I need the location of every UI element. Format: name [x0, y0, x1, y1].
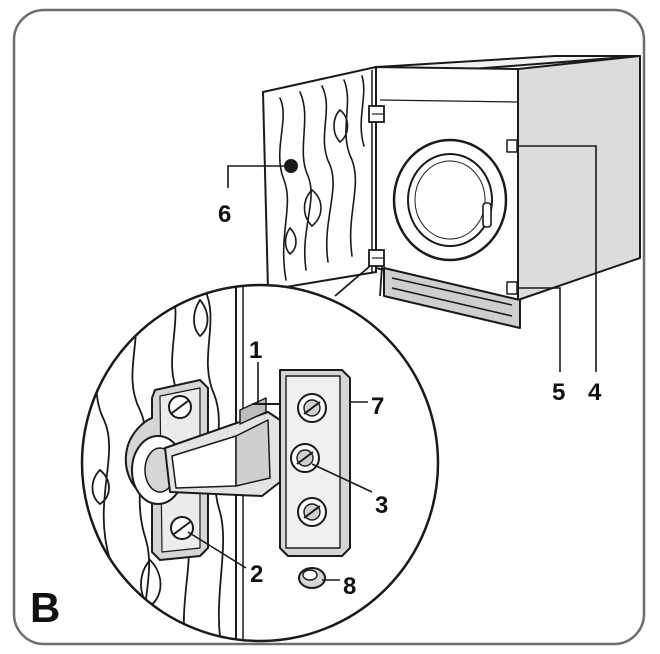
door-panel	[261, 65, 377, 292]
callout-6: 6	[218, 201, 231, 228]
bracket-lower-right	[506, 281, 518, 295]
plate-screw-bottom	[297, 497, 327, 527]
mounting-plate	[279, 369, 351, 557]
hinge-arm	[164, 397, 300, 497]
callout-8: 8	[343, 573, 356, 600]
door-knob	[284, 159, 298, 173]
callout-5: 5	[552, 379, 565, 406]
leader-lines	[187, 145, 597, 581]
plate-screw-top	[297, 393, 327, 423]
figure-frame	[12, 8, 646, 646]
machine-side	[517, 55, 641, 301]
bracket-upper-right	[506, 139, 518, 153]
callout-7: 7	[371, 393, 384, 420]
callout-2: 2	[250, 561, 263, 588]
figure-letter: B	[30, 584, 60, 631]
furniture-door	[261, 65, 385, 292]
washing-machine	[375, 55, 641, 329]
screw-bottom-left	[170, 516, 194, 540]
plate-screw-middle	[290, 443, 320, 473]
machine-door-glass	[407, 153, 493, 247]
callout-3: 3	[375, 492, 388, 519]
cover-cap	[298, 567, 326, 589]
magnifier-outline	[80, 283, 440, 643]
machine-door-handle	[482, 202, 492, 228]
callout-1: 1	[249, 337, 262, 364]
callout-4: 4	[588, 379, 602, 406]
magnifier-connector	[334, 265, 383, 297]
magnified-view	[80, 283, 440, 643]
screw-top-left	[168, 395, 192, 419]
machine-plinth	[383, 267, 521, 329]
